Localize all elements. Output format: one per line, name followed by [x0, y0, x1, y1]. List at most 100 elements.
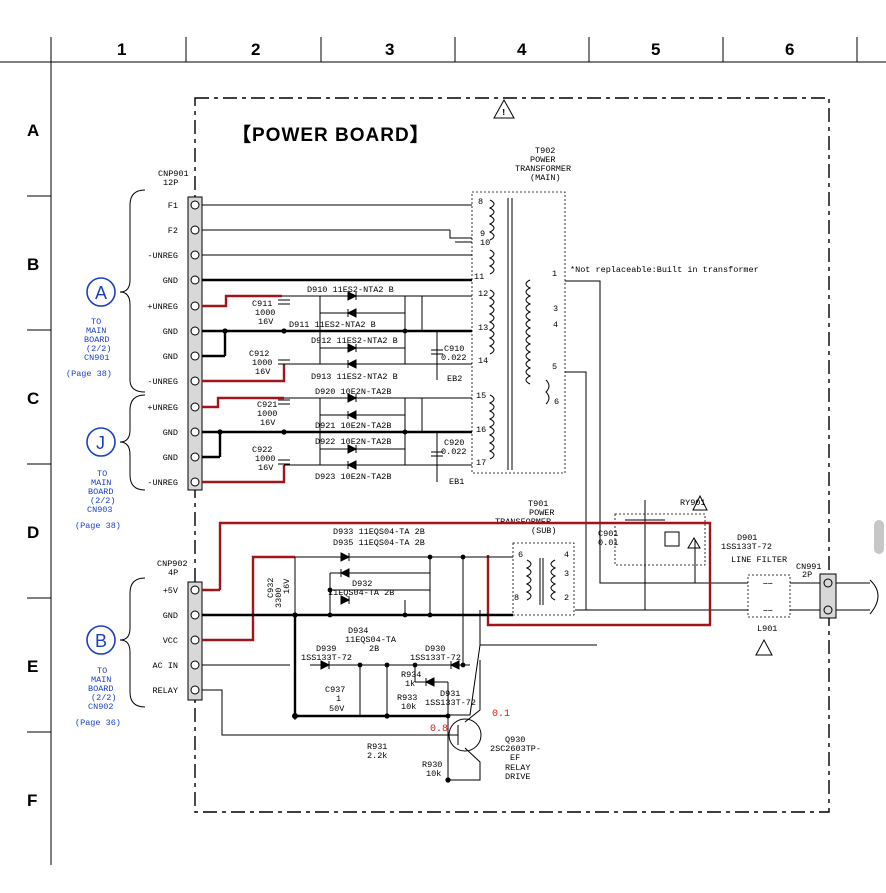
top-component-labels: D910 11ES2-NTA2 B D911 11ES2-NTA2 B D912…: [249, 285, 467, 487]
diode-symbol-icon: [347, 393, 358, 403]
svg-text:POWER: POWER: [530, 155, 556, 165]
cnp901-pin-label: GND: [163, 453, 178, 463]
svg-text:C912: C912: [249, 349, 269, 359]
scrollbar-thumb[interactable]: [874, 520, 884, 554]
svg-text:CN991: CN991: [796, 562, 822, 572]
ref-a-letter: A: [95, 283, 107, 303]
svg-text:D910 11ES2-NTA2 B: D910 11ES2-NTA2 B: [307, 285, 394, 295]
cnp902-pin-label: +5V: [163, 586, 179, 596]
svg-text:D922 10E2N-TA2B: D922 10E2N-TA2B: [315, 437, 392, 447]
svg-text:1: 1: [552, 269, 557, 279]
cnp901-pin-label: GND: [163, 352, 178, 362]
collector-voltage: 0.1: [492, 709, 510, 720]
board-title: 【POWER BOARD】: [232, 123, 430, 146]
svg-text:LINE FILTER: LINE FILTER: [731, 555, 787, 565]
diode-symbol-icon: [346, 410, 357, 420]
svg-text:(Page 38): (Page 38): [75, 521, 121, 531]
svg-text:0.022: 0.022: [441, 447, 467, 457]
t902-pin-numbers: 8 9 10 11 12 13 14 15 16 17 1 3 4 5 6: [474, 197, 559, 468]
svg-text:1000: 1000: [255, 454, 275, 464]
cnp902-pin: [190, 610, 200, 620]
svg-text:14: 14: [478, 356, 488, 366]
lower-component-labels: D933 11EQS04-TA 2B D935 11EQS04-TA 2B D9…: [266, 527, 541, 782]
top-wiring: [202, 204, 472, 484]
svg-text:C910: C910: [444, 344, 464, 354]
svg-text:∽∽: ∽∽: [763, 580, 773, 589]
diode-symbol-icon: [347, 444, 358, 454]
svg-text:10k: 10k: [401, 702, 416, 712]
grid-row-a: A: [27, 121, 39, 140]
warning-triangle-icon: [692, 494, 708, 511]
ry901-relay: RY901 C901 0.01: [598, 494, 708, 566]
svg-text:D934: D934: [348, 626, 368, 636]
cnp902-pin-label: GND: [163, 611, 178, 621]
circle-reference-icon: [86, 625, 116, 655]
svg-text:BOARD: BOARD: [84, 335, 110, 345]
svg-text:11EQS04-TA 2B: 11EQS04-TA 2B: [328, 588, 394, 598]
svg-text:10: 10: [480, 238, 490, 248]
cnp901-pin: [190, 326, 200, 336]
svg-text:EB1: EB1: [449, 477, 464, 487]
cnp902-pin-label: VCC: [163, 636, 178, 646]
cnp902-pin: [190, 685, 200, 695]
svg-text:1000: 1000: [252, 358, 272, 368]
svg-text:!: !: [501, 108, 506, 118]
svg-text:T901: T901: [528, 499, 548, 509]
svg-text:D911 11ES2-NTA2 B: D911 11ES2-NTA2 B: [289, 320, 376, 330]
grid-col-1: 1: [117, 40, 126, 59]
circle-reference-icon: [86, 277, 116, 307]
svg-text:C920: C920: [444, 438, 464, 448]
svg-text:(2/2): (2/2): [90, 496, 116, 506]
grid-col-6: 6: [785, 40, 794, 59]
svg-text:2P: 2P: [802, 570, 812, 580]
circle-reference-icon: [86, 427, 116, 457]
cnp901-pin: [190, 200, 200, 210]
svg-text:2B: 2B: [369, 644, 379, 654]
ref-a[interactable]: A TO MAIN BOARD (2/2) CN901 (Page 38): [66, 277, 116, 379]
bracket-a: [119, 189, 146, 393]
svg-text:8: 8: [514, 593, 519, 603]
svg-text:12: 12: [478, 289, 488, 299]
svg-text:16V: 16V: [282, 578, 292, 594]
svg-text:TO: TO: [91, 317, 101, 327]
cnp901-pin: [190, 452, 200, 462]
svg-text:1SS133T-72: 1SS133T-72: [301, 653, 352, 663]
ref-j[interactable]: J TO MAIN BOARD (2/2) CN903 (Page 38): [75, 427, 121, 531]
svg-text:4P: 4P: [168, 568, 178, 578]
svg-text:RY901: RY901: [680, 498, 706, 508]
svg-text:3: 3: [553, 304, 558, 314]
diode-symbol-icon: [346, 308, 357, 318]
svg-text:C932: C932: [266, 578, 276, 598]
svg-text:BOARD: BOARD: [88, 684, 114, 694]
svg-text:T902: T902: [535, 146, 555, 156]
svg-text:13: 13: [478, 323, 488, 333]
svg-text:C901: C901: [598, 529, 618, 539]
svg-text:DRIVE: DRIVE: [505, 772, 531, 782]
svg-text:0.022: 0.022: [441, 353, 467, 363]
cnp901-pin-label: -UNREG: [147, 478, 178, 488]
svg-text:0.01: 0.01: [598, 538, 618, 548]
svg-text:3300: 3300: [274, 588, 284, 608]
svg-text:9: 9: [480, 229, 485, 239]
svg-text:C921: C921: [257, 400, 277, 410]
capacitors-top: [217, 299, 443, 465]
diode-symbol-icon: [340, 595, 351, 605]
svg-text:16V: 16V: [258, 317, 274, 327]
cnp902-pin: [190, 660, 200, 670]
grid-row-f: F: [27, 791, 37, 810]
svg-text:BOARD: BOARD: [88, 487, 114, 497]
svg-text:15: 15: [476, 391, 486, 401]
svg-text:2SC2603TP-: 2SC2603TP-: [490, 744, 541, 754]
svg-text:D913 11ES2-NTA2 B: D913 11ES2-NTA2 B: [311, 372, 398, 382]
cnp902-pin: [190, 585, 200, 595]
grid-col-2: 2: [251, 40, 260, 59]
cnp901-pin: [190, 250, 200, 260]
svg-text:17: 17: [476, 458, 486, 468]
svg-text:6: 6: [554, 397, 559, 407]
svg-text:R930: R930: [422, 760, 442, 770]
cnp901-pin-label: +UNREG: [147, 403, 178, 413]
cnp901-pin: [190, 301, 200, 311]
ref-b[interactable]: B TO MAIN BOARD (2/2) CN902 (Page 36): [75, 625, 121, 728]
